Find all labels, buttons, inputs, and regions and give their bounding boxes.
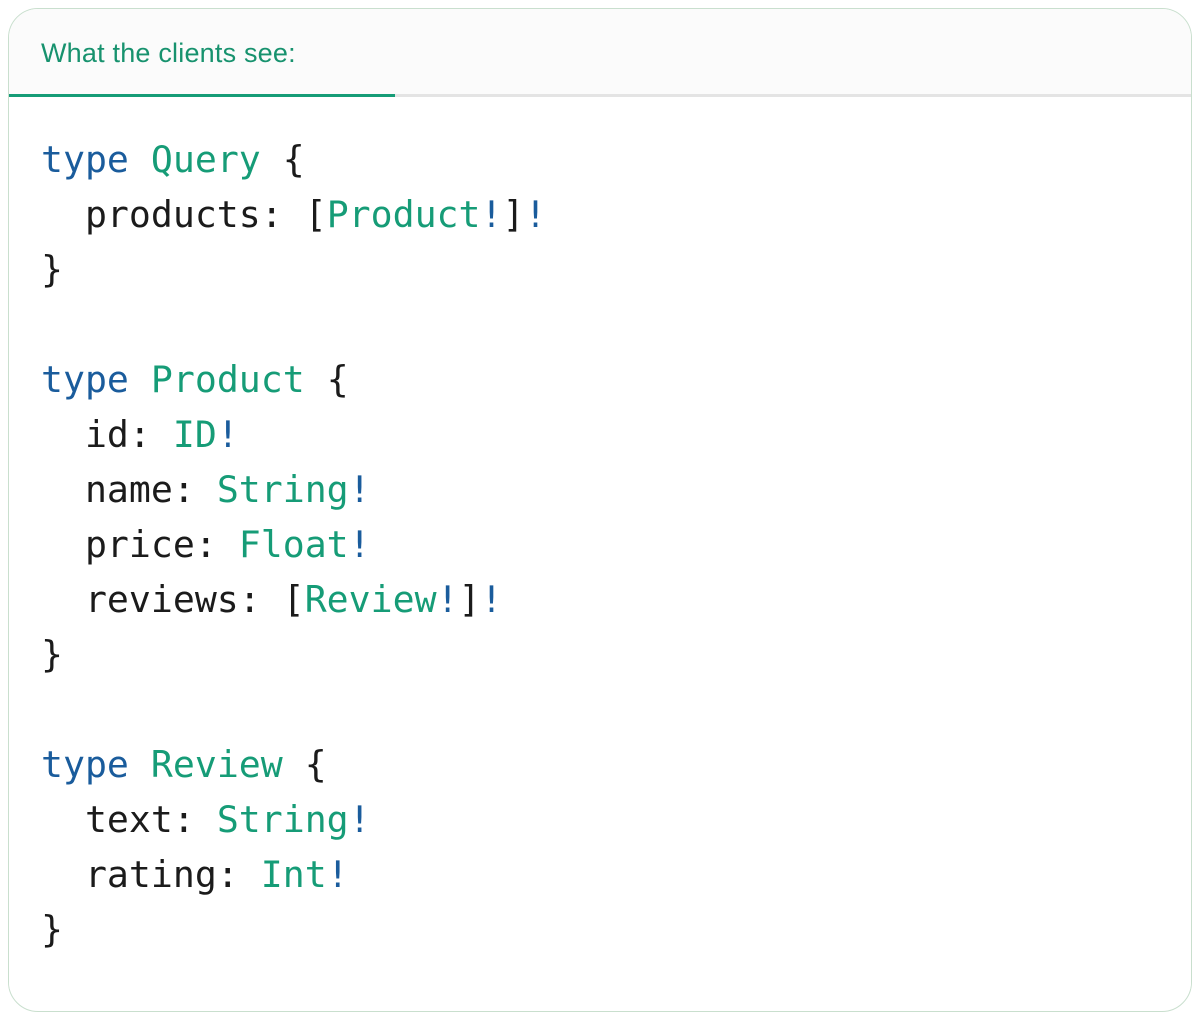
code-token-plain: products: [	[41, 193, 327, 236]
code-line: }	[41, 242, 1159, 297]
code-token-type: Float	[238, 523, 349, 566]
code-line: text: String!	[41, 792, 1159, 847]
code-token-type: ID	[172, 413, 217, 456]
code-block: type Query { products: [Product!]!} type…	[9, 97, 1191, 989]
code-line: id: ID!	[41, 407, 1159, 462]
code-line: reviews: [Review!]!	[41, 572, 1159, 627]
code-token-type: Review	[150, 743, 283, 786]
code-token-plain	[129, 358, 151, 401]
code-token-kw: type	[41, 743, 129, 786]
code-token-plain: id:	[41, 413, 173, 456]
panel-header: What the clients see:	[9, 9, 1191, 97]
code-token-kw: !	[348, 523, 371, 566]
code-line: type Product {	[41, 352, 1159, 407]
code-token-kw: !	[524, 193, 547, 236]
code-token-kw: !	[216, 413, 239, 456]
code-token-plain: text:	[41, 798, 217, 841]
code-token-plain: price:	[41, 523, 239, 566]
code-token-type: Product	[326, 193, 481, 236]
code-line: type Query {	[41, 132, 1159, 187]
code-token-plain: reviews: [	[41, 578, 305, 621]
code-token-plain: name:	[41, 468, 217, 511]
code-line: products: [Product!]!	[41, 187, 1159, 242]
code-token-kw: !	[436, 578, 459, 621]
tab-label: What the clients see:	[41, 38, 296, 68]
code-token-type: Int	[260, 853, 327, 896]
code-token-kw: !	[326, 853, 349, 896]
code-token-plain: }	[41, 633, 63, 676]
code-token-type: String	[216, 468, 349, 511]
code-token-type: Query	[150, 138, 261, 181]
code-token-type: Review	[304, 578, 437, 621]
code-token-plain: ]	[458, 578, 481, 621]
code-token-kw: !	[480, 193, 503, 236]
code-token-plain	[129, 743, 151, 786]
code-token-type: Product	[150, 358, 305, 401]
code-token-plain: {	[282, 743, 327, 786]
code-line: }	[41, 902, 1159, 957]
code-line: }	[41, 627, 1159, 682]
code-token-plain: {	[260, 138, 305, 181]
code-line: name: String!	[41, 462, 1159, 517]
code-token-plain: }	[41, 248, 63, 291]
code-token-plain: rating:	[41, 853, 261, 896]
code-line: rating: Int!	[41, 847, 1159, 902]
code-token-plain	[129, 138, 151, 181]
code-token-type: String	[216, 798, 349, 841]
code-token-kw: type	[41, 138, 129, 181]
code-token-plain: {	[304, 358, 349, 401]
code-line: price: Float!	[41, 517, 1159, 572]
code-token-kw: type	[41, 358, 129, 401]
code-line	[41, 682, 1159, 737]
code-token-plain: }	[41, 908, 63, 951]
code-line	[41, 297, 1159, 352]
active-tab-indicator	[9, 94, 395, 97]
code-token-plain: ]	[502, 193, 525, 236]
code-token-kw: !	[348, 798, 371, 841]
tab-what-clients-see[interactable]: What the clients see:	[9, 9, 395, 97]
code-line: type Review {	[41, 737, 1159, 792]
code-token-kw: !	[480, 578, 503, 621]
schema-panel: What the clients see: type Query { produ…	[8, 8, 1192, 1012]
code-token-kw: !	[348, 468, 371, 511]
